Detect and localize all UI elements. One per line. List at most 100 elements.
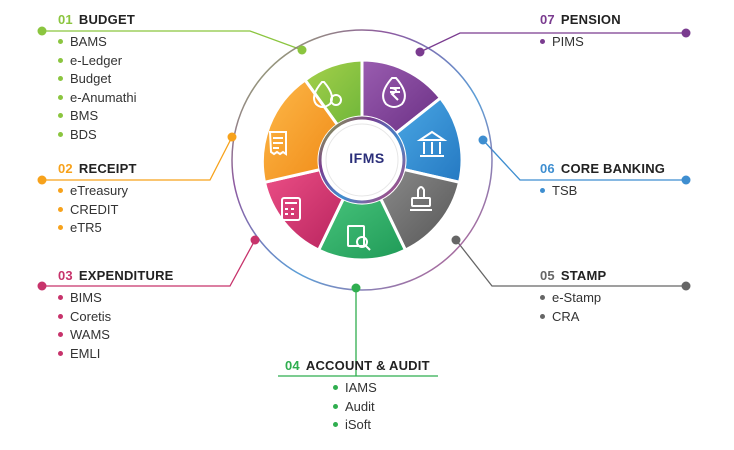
list-item: BMS	[58, 107, 136, 126]
bullet-icon	[540, 39, 545, 45]
module-number: 03	[58, 268, 73, 283]
endpoint-dot-core-banking-ring	[478, 135, 488, 145]
list-item: EMLI	[58, 345, 174, 364]
bullet-icon	[58, 206, 63, 212]
connector-pension	[419, 32, 686, 53]
module-title: BUDGET	[78, 12, 135, 27]
money-bag-icon	[313, 81, 342, 108]
center-circle	[325, 123, 399, 197]
list-item: CREDIT	[58, 201, 137, 220]
rupee-bag-icon	[382, 77, 406, 108]
module-heading: 01 BUDGET	[58, 12, 136, 27]
module-title: EXPENDITURE	[78, 268, 174, 283]
list-item: Budget	[58, 70, 136, 89]
list-item: IAMS	[333, 379, 430, 398]
bullet-icon	[58, 313, 63, 319]
list-item: Coretis	[58, 308, 174, 327]
list-item-label: EMLI	[70, 345, 101, 361]
list-item-label: BDS	[70, 126, 97, 142]
bullet-icon	[58, 113, 63, 119]
bullet-icon	[58, 39, 63, 45]
list-item: WAMS	[58, 326, 174, 345]
list-item-label: Budget	[70, 71, 112, 86]
list-item: e-Anumathi	[58, 89, 136, 108]
endpoint-dot-pension-right	[681, 28, 691, 38]
list-item-label: Audit	[345, 398, 375, 414]
audit-document-icon	[347, 225, 371, 251]
connector-lines	[42, 30, 686, 376]
list-item-label: BMS	[70, 108, 99, 123]
module-heading: 04 ACCOUNT & AUDIT	[285, 358, 430, 373]
bullet-icon	[58, 188, 63, 194]
endpoint-dot-stamp-right	[681, 281, 691, 291]
module-item-list: PIMS	[540, 33, 621, 52]
bullet-icon	[58, 332, 63, 338]
stamp-icon	[410, 186, 432, 211]
module-title: RECEIPT	[78, 161, 137, 176]
module-heading: 03 EXPENDITURE	[58, 268, 174, 283]
module-number: 06	[540, 161, 555, 176]
list-item-label: eTreasury	[70, 183, 129, 198]
connector-expenditure	[42, 239, 256, 287]
endpoint-dots	[37, 26, 691, 293]
list-item: BDS	[58, 126, 136, 145]
center-label: IFMS	[349, 150, 385, 166]
list-item: BIMS	[58, 289, 174, 308]
list-item-label: Coretis	[70, 308, 112, 324]
list-item-label: BAMS	[70, 34, 107, 49]
bullet-icon	[58, 76, 63, 82]
module-number: 04	[285, 358, 300, 373]
list-item: Audit	[333, 398, 430, 417]
list-item-label: PIMS	[552, 34, 584, 49]
module-title: PENSION	[560, 12, 621, 27]
bullet-icon	[333, 422, 338, 428]
list-item-label: WAMS	[70, 327, 110, 342]
bullet-icon	[540, 313, 545, 319]
endpoint-dot-stamp-ring	[451, 235, 461, 245]
list-item-label: eTR5	[70, 220, 102, 235]
outer-ring	[231, 29, 493, 291]
list-item-label: CREDIT	[70, 201, 119, 217]
receipt-icon	[268, 131, 287, 156]
module-title: CORE BANKING	[560, 161, 666, 176]
endpoint-dot-receipt-left	[37, 175, 47, 185]
list-item: e-Stamp	[540, 289, 606, 308]
endpoint-dot-budget-left	[37, 26, 47, 36]
list-item: e-Ledger	[58, 52, 136, 71]
module-number: 02	[58, 161, 73, 176]
calculator-icon	[281, 197, 301, 221]
bank-icon	[416, 130, 448, 157]
list-item: CRA	[540, 308, 606, 327]
list-item-label: e-Ledger	[70, 52, 123, 68]
connector-core-banking	[482, 139, 686, 181]
endpoint-dot-core-banking-right	[681, 175, 691, 185]
list-item-label: iSoft	[345, 417, 372, 432]
list-item: eTR5	[58, 219, 137, 238]
list-item: iSoft	[333, 416, 430, 435]
endpoint-dot-receipt-ring	[227, 132, 237, 142]
connector-receipt	[42, 136, 233, 181]
bullet-icon	[58, 57, 63, 63]
list-item: PIMS	[540, 33, 621, 52]
bullet-icon	[58, 295, 63, 301]
module-heading: 06 CORE BANKING	[540, 161, 665, 176]
bullet-icon	[58, 350, 63, 356]
bullet-icon	[540, 188, 545, 194]
list-item-label: CRA	[552, 308, 580, 324]
list-item-label: e-Anumathi	[70, 89, 137, 105]
module-number: 01	[58, 12, 73, 27]
module-title: ACCOUNT & AUDIT	[305, 358, 430, 373]
endpoint-dot-budget-ring	[297, 45, 307, 55]
